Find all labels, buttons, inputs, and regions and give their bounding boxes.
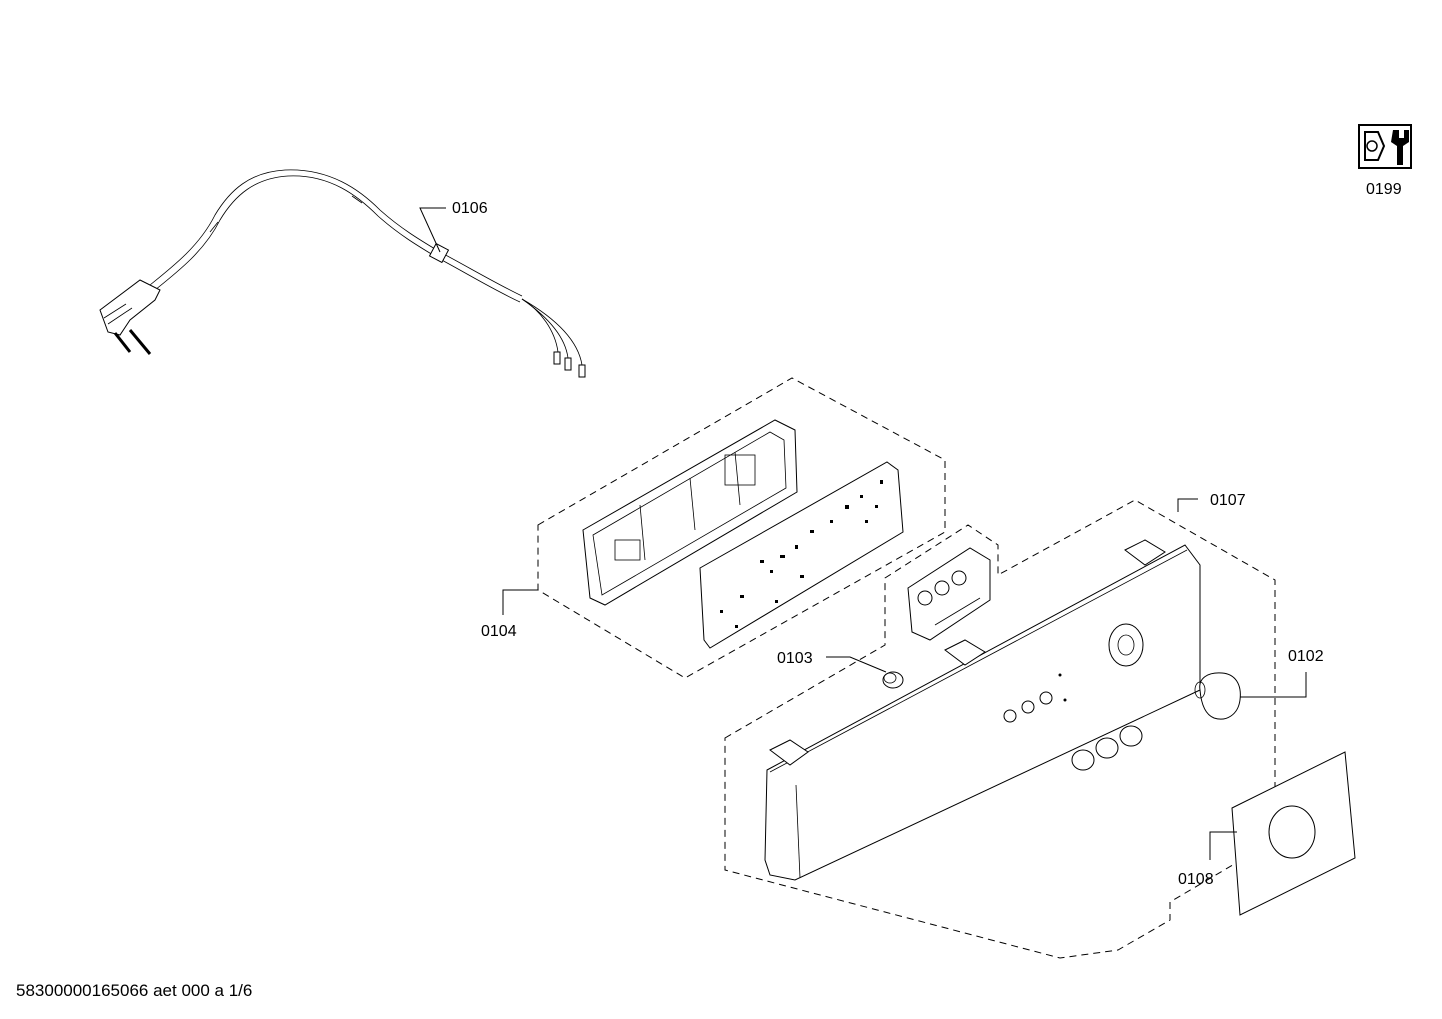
fascia-panel[interactable] [764,539,1201,881]
electronic-module[interactable] [582,419,904,649]
knob-carrier[interactable] [907,547,991,641]
label-0103: 0103 [777,650,813,667]
leader-0103 [826,656,887,673]
leader-0106 [419,207,446,253]
rotary-knob[interactable] [1194,672,1241,720]
decor-plate[interactable] [1231,751,1356,916]
label-0102: 0102 [1288,648,1324,665]
service-tool-icon[interactable] [1358,124,1412,169]
leader-0107 [1177,498,1198,512]
label-0106: 0106 [452,200,488,217]
label-0104: 0104 [481,623,517,640]
fascia-group-outline [724,499,1276,959]
small-knob[interactable] [882,671,904,689]
leader-0108 [1209,831,1237,860]
label-0107: 0107 [1210,492,1246,509]
label-0199: 0199 [1366,181,1402,198]
leader-0102 [1240,672,1307,698]
label-0108: 0108 [1178,871,1214,888]
power-cord[interactable] [99,169,586,378]
leader-0104 [502,589,538,615]
document-code: 58300000165066 aet 000 a 1/6 [16,981,253,1000]
